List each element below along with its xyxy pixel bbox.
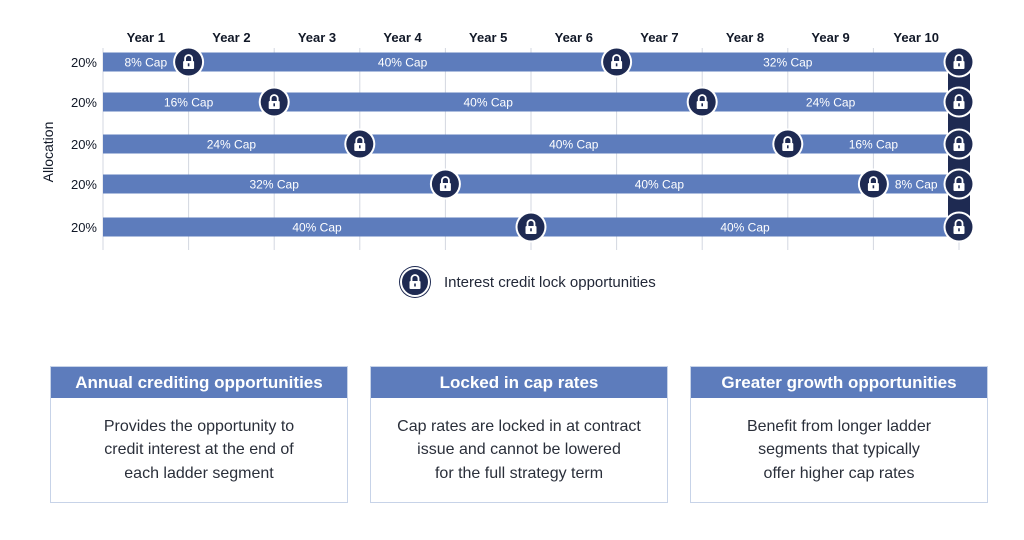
lock-icon [429, 168, 461, 200]
lock-icon [515, 211, 547, 243]
lock-keyhole [787, 145, 789, 149]
cap-label: 8% Cap [124, 56, 167, 70]
lock-icon [400, 267, 430, 297]
ladder-bar [103, 134, 959, 154]
lock-keyhole [958, 228, 960, 232]
lock-shackle [954, 176, 964, 183]
lock-shackle [184, 54, 194, 61]
lock-icon [857, 168, 889, 200]
lock-shackle [440, 176, 450, 183]
lock-keyhole [958, 103, 960, 107]
lock-icon [686, 86, 718, 118]
lock-keyhole [187, 63, 190, 67]
allocation-label: 20% [71, 95, 97, 110]
allocation-label: 20% [71, 177, 97, 192]
year-label: Year 1 [127, 30, 165, 45]
lock-shackle [526, 219, 536, 226]
year-label: Year 8 [726, 30, 764, 45]
card-body: Benefit from longer ladder segments that… [691, 398, 987, 502]
lock-icon [173, 46, 205, 78]
lock-icon [258, 86, 290, 118]
ladder-bar [103, 52, 959, 72]
year-label: Year 3 [298, 30, 336, 45]
lock-keyhole [273, 103, 275, 107]
cap-label: 16% Cap [849, 138, 899, 152]
legend-text: Interest credit lock opportunities [444, 273, 656, 291]
cap-label: 32% Cap [250, 178, 300, 192]
allocation-axis-label: Allocation [40, 122, 56, 183]
lock-icon [943, 128, 975, 160]
card-annual-crediting: Annual crediting opportunities Provides … [50, 366, 348, 503]
cap-label: 24% Cap [806, 96, 856, 110]
lock-keyhole [530, 228, 532, 232]
year-label: Year 9 [811, 30, 849, 45]
year-label: Year 10 [893, 30, 939, 45]
lock-shackle [954, 94, 964, 101]
lock-shackle [954, 136, 964, 143]
ladder-bar [103, 174, 959, 194]
lock-keyhole [872, 185, 875, 189]
lock-keyhole [615, 63, 618, 67]
card-line: issue and cannot be lowered [417, 441, 621, 459]
lock-keyhole [444, 185, 447, 189]
year-label: Year 7 [640, 30, 678, 45]
lock-icon [943, 46, 975, 78]
year-label: Year 2 [212, 30, 250, 45]
lock-keyhole [958, 63, 960, 67]
card-line: credit interest at the end of [104, 441, 294, 459]
card-title: Annual crediting opportunities [51, 367, 347, 398]
lock-keyhole [359, 145, 361, 149]
ladder-diagram: Year 1 Year 2 Year 3 Year 4 Year 5 Year 6 Year… [40, 30, 975, 250]
cap-label: 40% Cap [292, 221, 342, 235]
lock-shackle [783, 136, 793, 143]
lock-icon [601, 46, 633, 78]
allocation-label: 20% [71, 55, 97, 70]
cap-label: 40% Cap [720, 221, 770, 235]
cap-label: 40% Cap [635, 178, 685, 192]
lock-icon [943, 86, 975, 118]
cap-label: 16% Cap [164, 96, 214, 110]
cap-label: 24% Cap [207, 138, 257, 152]
lock-shackle [697, 94, 707, 101]
card-line: each ladder segment [124, 464, 274, 482]
lock-shackle [869, 176, 878, 183]
lock-icon [943, 168, 975, 200]
legend: Interest credit lock opportunities [400, 267, 656, 297]
lock-keyhole [958, 185, 960, 189]
lock-keyhole [701, 103, 703, 107]
lock-shackle [612, 54, 621, 61]
cap-label: 40% Cap [549, 138, 599, 152]
card-title: Locked in cap rates [371, 367, 667, 398]
year-label: Year 6 [555, 30, 593, 45]
cap-label: 40% Cap [464, 96, 514, 110]
lock-icon [344, 128, 376, 160]
ladder-bar [103, 92, 959, 112]
lock-icon [943, 211, 975, 243]
card-line: Provides the opportunity to [103, 418, 295, 436]
allocation-label: 20% [71, 137, 97, 152]
lock-shackle [269, 94, 279, 101]
year-label: Year 5 [469, 30, 507, 45]
card-greater-growth: Greater growth opportunities Benefit fro… [690, 366, 988, 503]
allocation-label: 20% [71, 220, 97, 235]
card-body: Provides the opportunity to credit inter… [51, 398, 347, 502]
card-locked-cap-rates: Locked in cap rates Cap rates are locked… [370, 366, 668, 503]
card-line: offer higher cap rates [763, 464, 915, 482]
cap-label: 32% Cap [763, 56, 813, 70]
year-label: Year 4 [383, 30, 422, 45]
lock-shackle [355, 136, 365, 143]
lock-icon [772, 128, 804, 160]
cap-label: 40% Cap [378, 56, 428, 70]
card-body: Cap rates are locked in at contract issu… [371, 398, 667, 502]
cap-label: 8% Cap [895, 178, 938, 192]
card-line: for the full strategy term [434, 464, 604, 482]
card-title: Greater growth opportunities [691, 367, 987, 398]
lock-keyhole [958, 145, 960, 149]
card-line: Benefit from longer ladder [746, 418, 932, 436]
card-line: Cap rates are locked in at contract [397, 418, 641, 436]
card-line: segments that typically [758, 441, 920, 459]
lock-shackle [954, 219, 964, 226]
lock-shackle [954, 54, 964, 61]
